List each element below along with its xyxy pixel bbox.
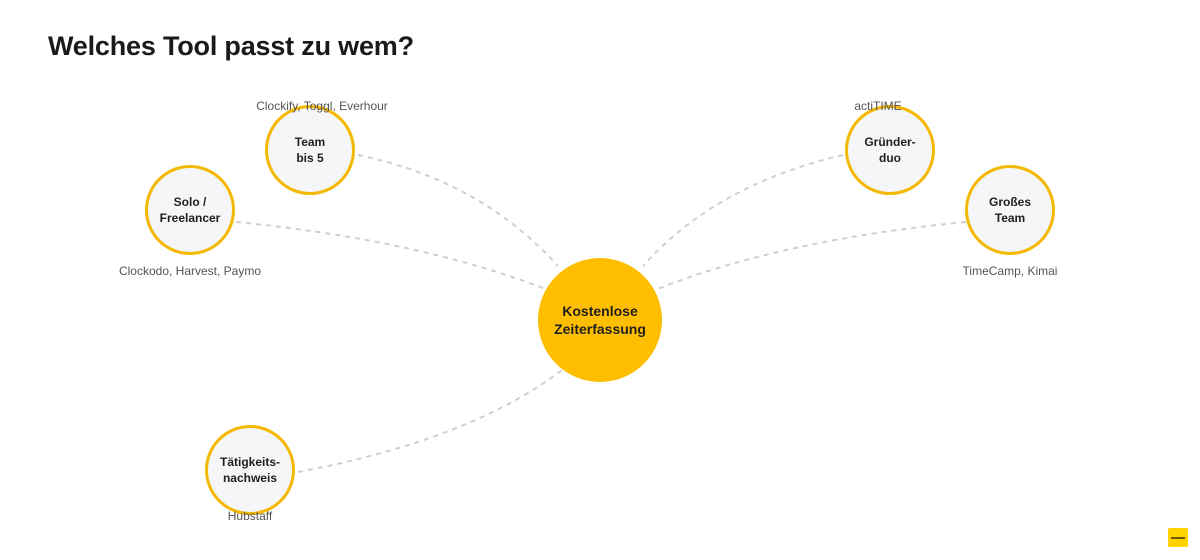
tools-solo-freelancer: Clockodo, Harvest, Paymo <box>118 264 262 278</box>
hub-kostenlose-zeiterfassung: Kostenlose Zeiterfassung <box>538 258 662 382</box>
tools-team-bis-5: Clockify, Toggl, Everhour <box>256 99 388 113</box>
node-team-bis-5: Team bis 5 <box>265 105 355 195</box>
link-taetigkeitsnachweis <box>297 369 563 473</box>
node-taetigkeitsnachweis: Tätigkeits- nachweis <box>205 425 295 515</box>
link-grosses-team <box>654 221 967 291</box>
page-title: Welches Tool passt zu wem? <box>48 31 414 61</box>
link-gruenderduo <box>642 154 844 267</box>
tools-gruenderduo: actiTIME <box>854 99 902 113</box>
node-grosses-team: Großes Team <box>965 165 1055 255</box>
tools-taetigkeitsnachweis: Hubstaff <box>227 509 273 523</box>
link-solo-freelancer <box>235 221 549 291</box>
node-gruenderduo: Gründer- duo <box>845 105 935 195</box>
minus-badge-icon[interactable] <box>1168 528 1188 547</box>
node-solo-freelancer: Solo / Freelancer <box>145 165 235 255</box>
tools-grosses-team: TimeCamp, Kimai <box>962 264 1058 278</box>
link-team-bis-5 <box>357 154 559 267</box>
